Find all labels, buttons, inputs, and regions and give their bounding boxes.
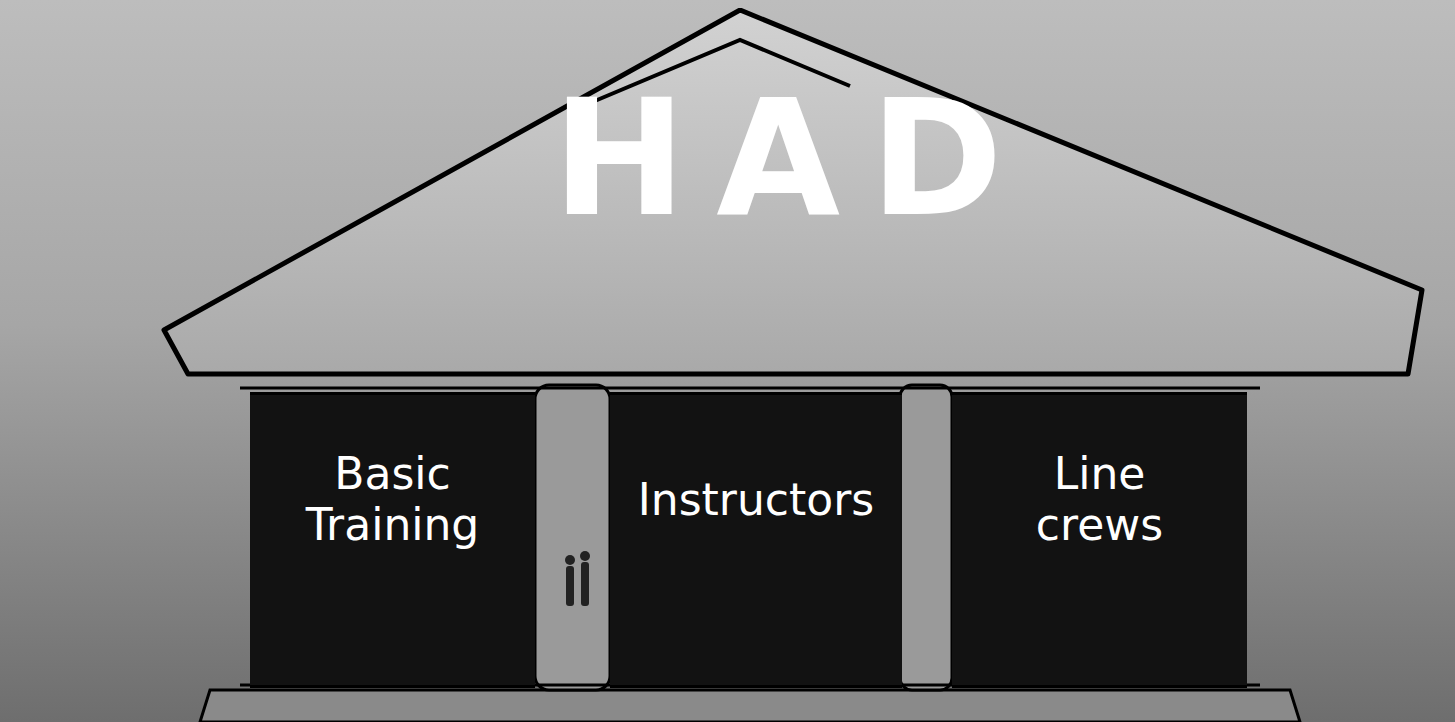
pediment-title: HAD xyxy=(552,79,1033,239)
small-figures xyxy=(565,551,590,606)
pillar-label: Line crews xyxy=(1015,449,1185,550)
column xyxy=(535,385,610,690)
column xyxy=(900,385,952,690)
pillar-box: Basic Training xyxy=(250,392,535,688)
pillar-box: Instructors xyxy=(610,392,902,688)
pillar-label: Instructors xyxy=(638,475,874,526)
temple-base xyxy=(200,690,1300,722)
pillar-label: Basic Training xyxy=(278,449,508,550)
pillar-box: Line crews xyxy=(952,392,1247,688)
capital-line xyxy=(240,387,1260,390)
pediment: HAD xyxy=(160,8,1425,380)
